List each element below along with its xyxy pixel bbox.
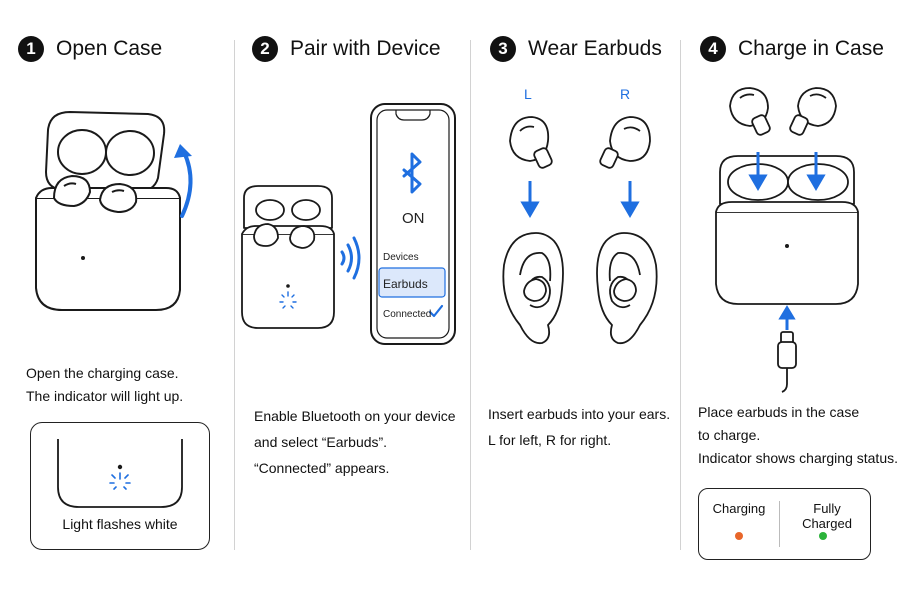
step-title: Pair with Device xyxy=(290,37,441,60)
fully-charged-indicator-dot xyxy=(819,532,827,540)
up-arrow-icon xyxy=(180,150,193,218)
status-fully-charged-label: Fully Charged xyxy=(802,501,852,531)
devices-header: Devices xyxy=(383,252,419,263)
step-number: 4 xyxy=(700,36,726,62)
checkmark-icon xyxy=(428,304,444,318)
step-1-description: Open the charging case. The indicator wi… xyxy=(26,362,183,408)
step-number: 2 xyxy=(252,36,278,62)
signal-waves-icon xyxy=(340,236,361,280)
column-divider xyxy=(470,40,471,550)
desc-line: Place earbuds in the case xyxy=(698,404,860,420)
inset-caption: Light flashes white xyxy=(62,516,178,532)
case-indicator-closeup xyxy=(57,439,183,508)
column-divider xyxy=(680,40,681,550)
column-divider xyxy=(234,40,235,550)
step-3-header: 3 Wear Earbuds xyxy=(490,32,662,66)
desc-line: L for left, R for right. xyxy=(488,432,612,448)
wear-earbuds-illustration xyxy=(502,116,658,345)
step-title: Wear Earbuds xyxy=(528,37,662,60)
light-flash-icon xyxy=(109,472,131,490)
step-3-description: Insert earbuds into your ears. L for lef… xyxy=(488,401,670,453)
charging-indicator-dot xyxy=(735,532,743,540)
step-1-header: 1 Open Case xyxy=(18,32,162,66)
right-label: R xyxy=(620,86,631,102)
desc-line: to charge. xyxy=(698,427,761,443)
connected-status: Connected xyxy=(383,309,432,320)
open-case-illustration xyxy=(35,111,193,311)
legend-divider xyxy=(779,501,780,547)
charge-case-illustration xyxy=(715,87,859,393)
device-list-item-earbuds[interactable]: Earbuds xyxy=(383,277,428,291)
indicator-inset: Light flashes white xyxy=(30,422,210,550)
status-charging-label: Charging xyxy=(712,501,766,516)
bluetooth-icon xyxy=(402,152,422,194)
desc-line: Insert earbuds into your ears. xyxy=(488,406,671,422)
desc-line: Open the charging case. xyxy=(26,365,179,381)
usb-c-cable-icon xyxy=(777,331,797,393)
step-title: Open Case xyxy=(56,37,163,60)
step-number: 1 xyxy=(18,36,44,62)
desc-line: Indicator shows charging status. xyxy=(698,450,898,466)
desc-line: and select “Earbuds”. xyxy=(254,434,388,450)
step-number: 3 xyxy=(490,36,516,62)
step-2-description: Enable Bluetooth on your device and sele… xyxy=(254,403,456,481)
step-title: Charge in Case xyxy=(738,37,884,60)
step-2-header: 2 Pair with Device xyxy=(252,32,441,66)
left-label: L xyxy=(524,86,532,102)
desc-line: “Connected” appears. xyxy=(254,460,390,476)
pairing-illustration xyxy=(241,103,456,345)
desc-line: Enable Bluetooth on your device xyxy=(254,408,456,424)
down-arrow-icon xyxy=(520,181,640,218)
charging-status-legend: Charging Fully Charged xyxy=(698,488,871,560)
step-4-description: Place earbuds in the case to charge. Ind… xyxy=(698,401,898,470)
bluetooth-status: ON xyxy=(402,210,425,227)
desc-line: The indicator will light up. xyxy=(26,388,184,404)
step-4-header: 4 Charge in Case xyxy=(700,32,884,66)
